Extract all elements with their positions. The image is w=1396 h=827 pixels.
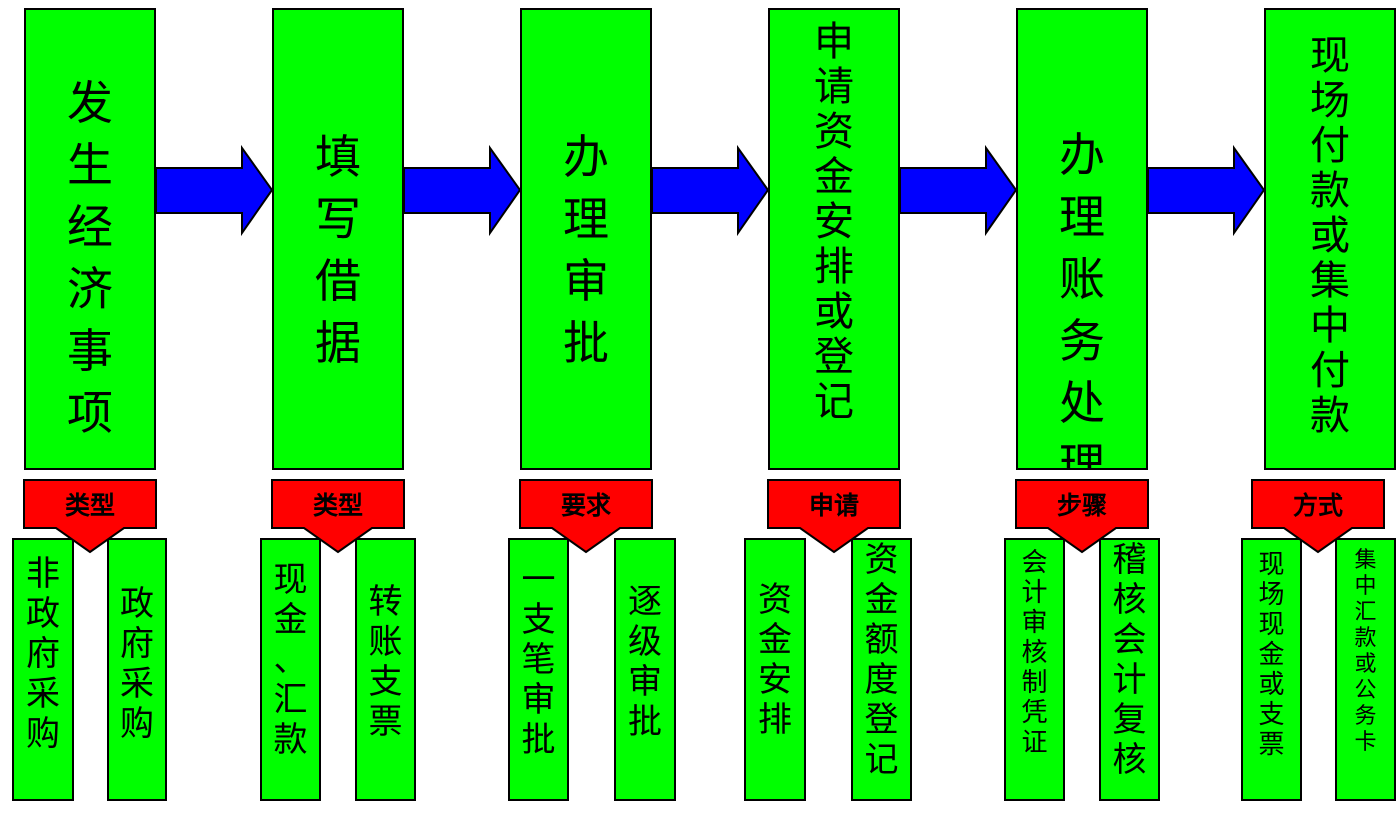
- step-box-6: 现场付款或集中付款: [1264, 8, 1396, 470]
- option-text: 逐级审批: [628, 582, 662, 742]
- option-text: 资金安排: [758, 580, 792, 740]
- category-label-text: 类型: [65, 491, 115, 520]
- step-text: 办理账务处理: [1059, 128, 1105, 470]
- option-text: 资金额度登记: [864, 540, 899, 780]
- step-box-1: 发生经济事项: [24, 8, 156, 470]
- option-text: 非政府采购: [26, 554, 60, 754]
- category-label-shape: [1015, 479, 1149, 554]
- option-text: 现场现金或支票: [1258, 550, 1285, 760]
- category-label-text: 方式: [1293, 491, 1343, 520]
- option-box-5a: 会计审核制凭证: [1004, 538, 1065, 801]
- category-label-text: 申请: [809, 491, 859, 520]
- category-label-shape: [23, 479, 157, 554]
- category-label-1: 类型: [23, 479, 157, 554]
- step-box-2: 填写借据: [272, 8, 404, 470]
- option-text: 会计审核制凭证: [1021, 548, 1048, 758]
- category-label-text: 类型: [313, 491, 363, 520]
- category-label-3: 要求: [519, 479, 653, 554]
- flow-arrow-5: [1147, 144, 1266, 237]
- option-box-5b: 稽核会计复核: [1099, 538, 1160, 801]
- flow-arrow-4: [899, 144, 1018, 237]
- category-label-2: 类型: [271, 479, 405, 554]
- option-box-1b: 政府采购: [107, 538, 167, 801]
- step-box-5: 办理账务处理: [1016, 8, 1148, 470]
- option-box-2b: 转账支票: [355, 538, 416, 801]
- category-label-shape: [767, 479, 901, 554]
- option-box-1a: 非政府采购: [12, 538, 74, 801]
- category-label-4: 申请: [767, 479, 901, 554]
- option-box-6a: 现场现金或支票: [1241, 538, 1302, 801]
- step-text: 现场付款或集中付款: [1310, 33, 1350, 439]
- option-text: 集中汇款或公务卡: [1354, 548, 1377, 755]
- flow-arrow-2: [403, 144, 522, 237]
- option-text: 一支笔审批: [521, 560, 556, 760]
- option-box-4b: 资金额度登记: [851, 538, 912, 801]
- option-box-3a: 一支笔审批: [508, 538, 569, 801]
- category-label-text: 步骤: [1057, 491, 1107, 520]
- option-box-3b: 逐级审批: [614, 538, 676, 801]
- flow-arrow-3: [651, 144, 770, 237]
- category-label-shape: [1251, 479, 1385, 554]
- flow-arrow-1: [155, 144, 274, 237]
- step-text: 办理审批: [563, 130, 609, 370]
- step-box-3: 办理审批: [520, 8, 652, 470]
- category-label-text: 要求: [561, 491, 611, 520]
- option-text: 转账支票: [368, 582, 403, 742]
- option-box-4a: 资金安排: [744, 538, 806, 801]
- category-label-shape: [271, 479, 405, 554]
- option-text: 稽核会计复核: [1112, 540, 1147, 780]
- step-text: 申请资金安排或登记: [814, 19, 854, 425]
- step-text: 填写借据: [315, 130, 361, 370]
- option-box-2a: 现金、汇款: [260, 538, 321, 801]
- category-label-shape: [519, 479, 653, 554]
- category-label-6: 方式: [1251, 479, 1385, 554]
- step-box-4: 申请资金安排或登记: [768, 8, 900, 470]
- category-label-5: 步骤: [1015, 479, 1149, 554]
- option-box-6b: 集中汇款或公务卡: [1335, 538, 1396, 801]
- option-text: 现金、汇款: [273, 560, 308, 760]
- option-text: 政府采购: [120, 584, 154, 744]
- step-text: 发生经济事项: [67, 76, 113, 440]
